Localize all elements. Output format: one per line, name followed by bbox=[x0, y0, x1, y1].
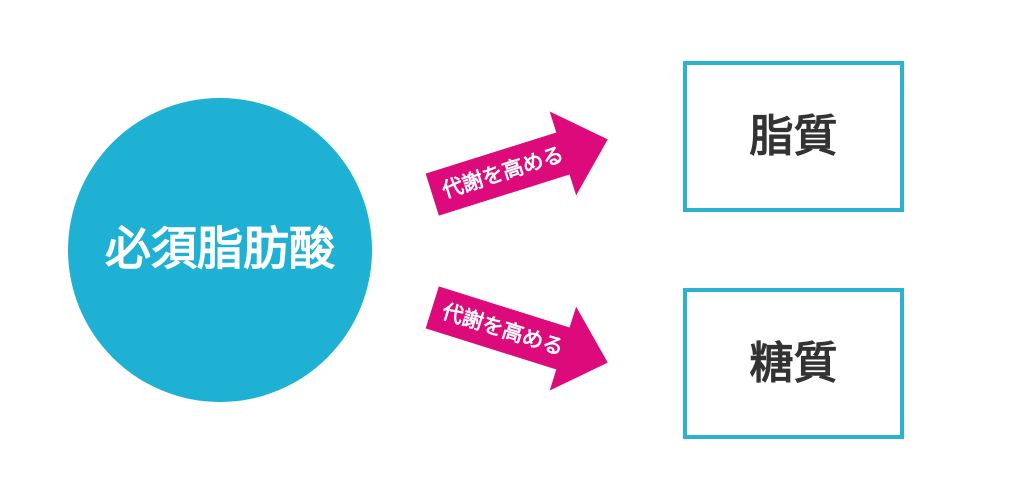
arrow-upper: 代謝を高める bbox=[425, 111, 608, 216]
source-circle bbox=[68, 98, 372, 402]
target-box-upper-frame bbox=[683, 61, 904, 212]
source-node: 必須脂肪酸 bbox=[68, 98, 372, 402]
target-box-lower: 糖質 bbox=[683, 288, 904, 439]
arrow-upper-shape bbox=[425, 111, 608, 216]
source-label: 必須脂肪酸 bbox=[105, 222, 336, 276]
target-box-lower-frame bbox=[683, 288, 904, 439]
arrow-lower-shape bbox=[425, 286, 608, 391]
target-box-upper-label: 脂質 bbox=[750, 111, 838, 162]
target-box-upper: 脂質 bbox=[683, 61, 904, 212]
arrow-lower: 代謝を高める bbox=[425, 286, 608, 391]
target-box-lower-label: 糖質 bbox=[750, 338, 838, 389]
